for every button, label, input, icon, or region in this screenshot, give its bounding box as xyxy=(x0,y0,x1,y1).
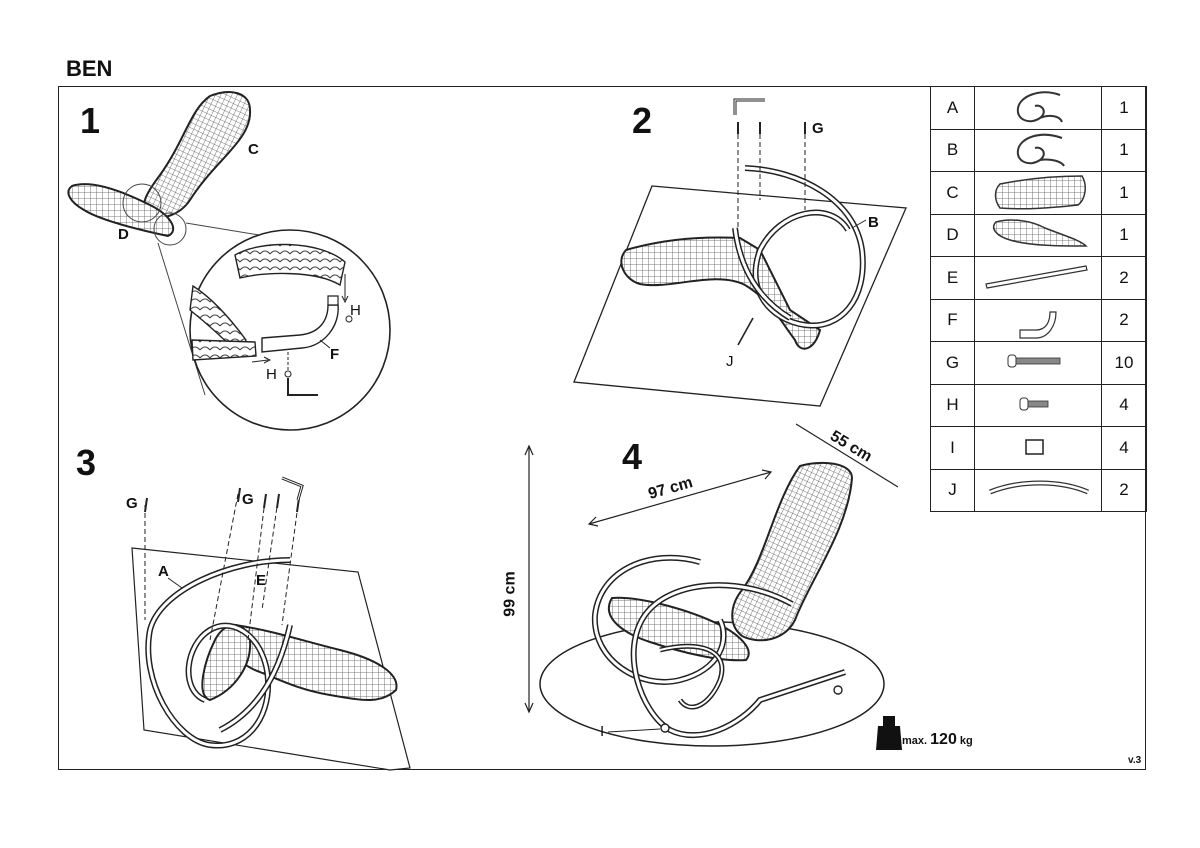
table-row: I 4 xyxy=(930,426,1147,470)
label-e: E xyxy=(256,572,267,589)
part-image xyxy=(974,171,1102,215)
part-letter: H xyxy=(930,383,975,427)
label-j: J xyxy=(726,353,734,370)
table-row: B 1 xyxy=(930,128,1147,172)
table-row: E 2 xyxy=(930,256,1147,300)
parts-list-table: A 1 B 1 C 1 D 1 E 2 F 2 G xyxy=(930,86,1147,512)
part-qty: 1 xyxy=(1101,213,1147,257)
dimension-height: 99 cm xyxy=(501,571,519,617)
part-qty: 4 xyxy=(1101,383,1147,427)
label-i: I xyxy=(600,723,605,740)
label-h-top: H xyxy=(350,302,361,319)
part-letter: G xyxy=(930,341,975,385)
max-load-prefix: max. xyxy=(902,735,928,747)
part-letter: A xyxy=(930,86,975,130)
max-load-label: max. 120 kg xyxy=(902,731,973,749)
part-image xyxy=(974,383,1102,427)
weight-icon xyxy=(876,716,902,750)
part-qty: 4 xyxy=(1101,426,1147,470)
part-letter: B xyxy=(930,128,975,172)
step2-illustration xyxy=(573,98,907,407)
step3-illustration xyxy=(131,476,411,771)
step1-illustration xyxy=(67,91,391,431)
part-letter: J xyxy=(930,468,975,512)
table-row: F 2 xyxy=(930,298,1147,342)
part-image xyxy=(974,86,1102,130)
part-image xyxy=(974,128,1102,172)
label-d: D xyxy=(118,226,129,243)
table-row: H 4 xyxy=(930,383,1147,427)
table-row: C 1 xyxy=(930,171,1147,215)
part-letter: I xyxy=(930,426,975,470)
label-g-right: G xyxy=(242,491,254,508)
part-image xyxy=(974,426,1102,470)
step-number-3: 3 xyxy=(76,442,97,483)
part-qty: 2 xyxy=(1101,468,1147,512)
label-g-left: G xyxy=(126,495,138,512)
part-image xyxy=(974,298,1102,342)
label-a: A xyxy=(158,563,169,580)
document-title: BEN xyxy=(66,56,113,81)
part-letter: C xyxy=(930,171,975,215)
label-f: F xyxy=(330,346,340,363)
part-qty: 2 xyxy=(1101,298,1147,342)
part-image xyxy=(974,213,1102,257)
max-load-unit: kg xyxy=(959,735,973,747)
label-b: B xyxy=(868,214,879,231)
part-qty: 1 xyxy=(1101,86,1147,130)
step-number-1: 1 xyxy=(80,100,101,141)
part-image xyxy=(974,256,1102,300)
max-load-value: 120 xyxy=(930,731,957,748)
step4-illustration xyxy=(524,423,902,750)
part-qty: 10 xyxy=(1101,341,1147,385)
table-row: A 1 xyxy=(930,86,1147,130)
label-g: G xyxy=(812,120,824,137)
table-row: D 1 xyxy=(930,213,1147,257)
part-qty: 1 xyxy=(1101,171,1147,215)
part-letter: E xyxy=(930,256,975,300)
label-c: C xyxy=(248,141,259,158)
step-number-4: 4 xyxy=(622,436,643,477)
label-h-bottom: H xyxy=(266,366,277,383)
part-qty: 2 xyxy=(1101,256,1147,300)
part-letter: F xyxy=(930,298,975,342)
step-number-2: 2 xyxy=(632,100,653,141)
part-image xyxy=(974,468,1102,512)
table-row: G 10 xyxy=(930,341,1147,385)
part-image xyxy=(974,341,1102,385)
table-row: J 2 xyxy=(930,468,1147,512)
version-label: v.3 xyxy=(1128,755,1142,766)
part-qty: 1 xyxy=(1101,128,1147,172)
part-letter: D xyxy=(930,213,975,257)
